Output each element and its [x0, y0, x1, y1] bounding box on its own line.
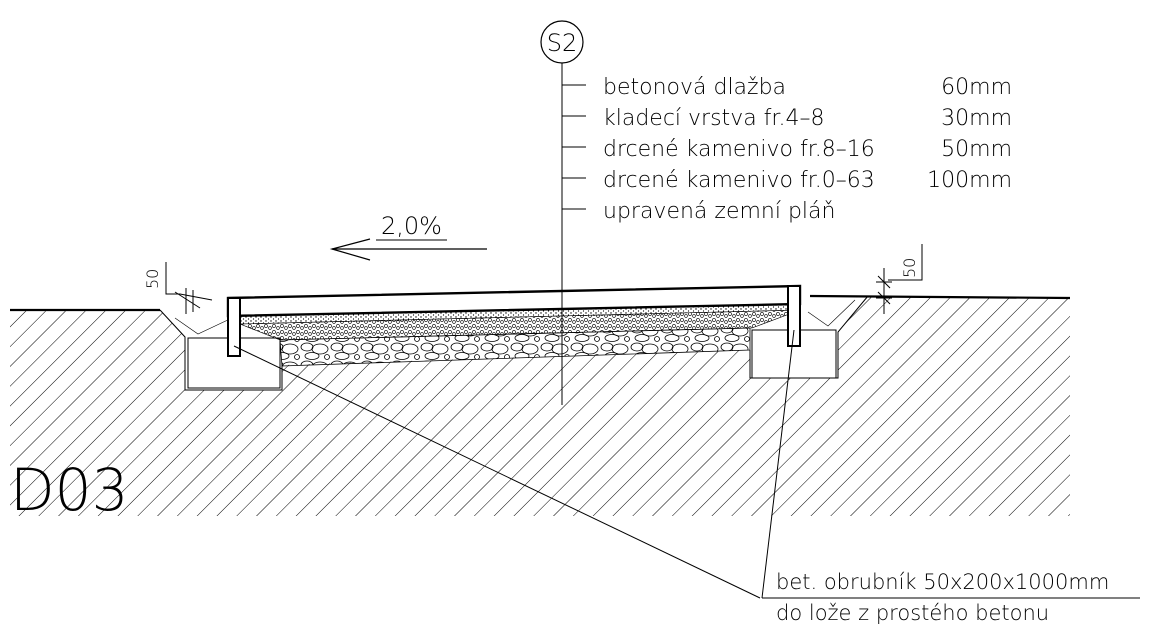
dimension-left: 50 [143, 262, 213, 314]
layer-legend: betonová dlažba 60mm kladecí vrstva fr.4… [562, 75, 1012, 224]
layer-1-thickness: 60mm [941, 75, 1012, 100]
curb-left [227, 297, 241, 357]
layer-2-name: kladecí vrstva fr.4–8 [603, 106, 824, 131]
curb-note-line2: do lože z prostého betonu [776, 601, 1049, 625]
section-marker-circle [540, 20, 584, 64]
layer-5-name: upravená zemní pláň [603, 199, 835, 224]
dimension-left-label: 50 [143, 269, 162, 289]
dimension-right-label: 50 [900, 258, 919, 278]
soil-hatching [10, 296, 1070, 516]
layer-2-thickness: 30mm [941, 106, 1012, 131]
dimension-right: 50 [876, 244, 923, 314]
concrete-bed-right [751, 299, 856, 379]
slope-label: 2,0% [381, 212, 442, 240]
curb-leader [233, 329, 1140, 599]
section-axis: S2 [540, 20, 584, 405]
layer-3-name: drcené kamenivo fr.8–16 [603, 137, 875, 162]
layer-4-thickness: 100mm [927, 168, 1012, 193]
ground-line [10, 294, 1071, 391]
layer-1-name: betonová dlažba [603, 75, 786, 100]
slope-indicator: 2,0% [329, 212, 487, 261]
detail-label: D03 [10, 456, 128, 524]
concrete-bed-left [174, 317, 281, 389]
curb-note-line1: bet. obrubník 50x200x1000mm [776, 570, 1109, 594]
layer-4-name: drcené kamenivo fr.0–63 [603, 168, 875, 193]
layer-3-thickness: 50mm [941, 137, 1012, 162]
curb-right [787, 285, 801, 347]
section-marker-label: S2 [547, 29, 578, 57]
